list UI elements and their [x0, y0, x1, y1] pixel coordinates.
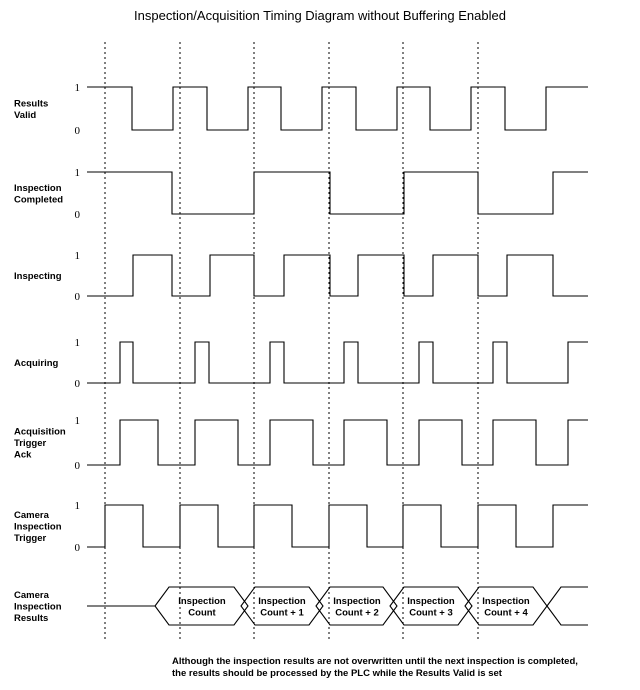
- y-axis-tick-labels: 1 0 1 0 1 0 1 0 1 0 1 0: [75, 82, 81, 554]
- tick-acquisition-trigger-ack-0: 0: [75, 460, 81, 472]
- tick-inspecting-1: 1: [75, 250, 81, 262]
- signal-label-inspecting: Inspecting: [14, 271, 62, 282]
- tick-camera-inspection-trigger-1: 1: [75, 500, 81, 512]
- tick-results-valid-1: 1: [75, 82, 81, 94]
- page-title: Inspection/Acquisition Timing Diagram wi…: [134, 8, 506, 23]
- result-hexagon-2: [240, 586, 324, 626]
- result-hexagon-3: [315, 586, 398, 626]
- tick-results-valid-0: 0: [75, 125, 81, 137]
- tick-acquiring-1: 1: [75, 337, 81, 349]
- waveform-acquiring: [87, 341, 588, 384]
- waveform-inspection-completed: [87, 171, 588, 215]
- waveforms: [87, 86, 588, 548]
- tick-acquisition-trigger-ack-1: 1: [75, 415, 81, 427]
- waveform-camera-inspection-trigger: [87, 504, 588, 548]
- footer-annotation: Although the inspection results are not …: [172, 656, 578, 679]
- waveform-results-valid: [87, 86, 588, 131]
- result-hexagon-1: [154, 586, 249, 626]
- bus-tail-upper-line: [546, 586, 588, 607]
- tick-camera-inspection-trigger-0: 0: [75, 542, 81, 554]
- waveform-inspecting: [87, 254, 588, 297]
- waveform-acquisition-trigger-ack: [87, 419, 588, 466]
- tick-inspecting-0: 0: [75, 291, 81, 303]
- tick-acquiring-0: 0: [75, 378, 81, 390]
- signal-label-acquiring: Acquiring: [14, 358, 59, 369]
- tick-inspection-completed-1: 1: [75, 167, 81, 179]
- tick-inspection-completed-0: 0: [75, 209, 81, 221]
- result-hexagon-4: [389, 586, 473, 626]
- footer-note: Although the inspection results are not …: [172, 656, 578, 679]
- bus-tail-lower-line: [546, 605, 588, 626]
